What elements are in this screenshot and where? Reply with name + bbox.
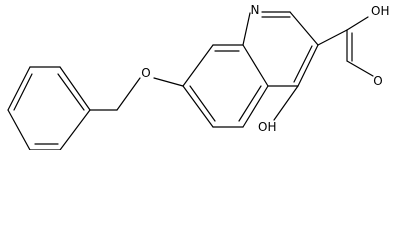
bond-c8a-n1 <box>242 12 251 46</box>
bond-c7-c6 <box>182 85 214 128</box>
molecule-structure: N OH O OH O <box>7 3 389 150</box>
bond-c5-c4a <box>242 85 269 128</box>
bond-ph1-ph2 <box>59 66 91 111</box>
bond-carboxyl-o-join <box>346 60 374 77</box>
bond-carboxyl-oh <box>346 16 369 31</box>
bond-c3-carboxyl <box>317 29 348 46</box>
acid-hydroxyl-label: OH <box>371 4 389 18</box>
bond-ph1-ph2-double <box>57 73 85 111</box>
bond-c3-c4 <box>297 44 319 87</box>
bond-c7-c6-double <box>189 85 216 122</box>
bond-ph6-ph1 <box>59 109 91 150</box>
bond-c3-c4-double <box>293 45 313 83</box>
bond-o-ch2 <box>116 77 141 111</box>
acid-carbonyl-label: O <box>373 74 382 88</box>
bond-ph3-ph4 <box>7 66 31 111</box>
bond-ph3-ph4-double <box>13 73 33 111</box>
bond-ph4-ph5 <box>7 109 31 150</box>
bond-c2-c3 <box>289 11 319 46</box>
bond-c7-o <box>153 77 184 87</box>
bond-c4-oh <box>273 85 299 121</box>
bond-c8-c7 <box>182 44 214 87</box>
ring-hydroxyl-label: OH <box>258 120 276 134</box>
ether-oxygen-label: O <box>141 66 150 80</box>
bond-c5-c4a-double <box>238 85 262 122</box>
nitrogen-label: N <box>251 3 260 17</box>
bond-c4a-c8a <box>242 44 269 87</box>
